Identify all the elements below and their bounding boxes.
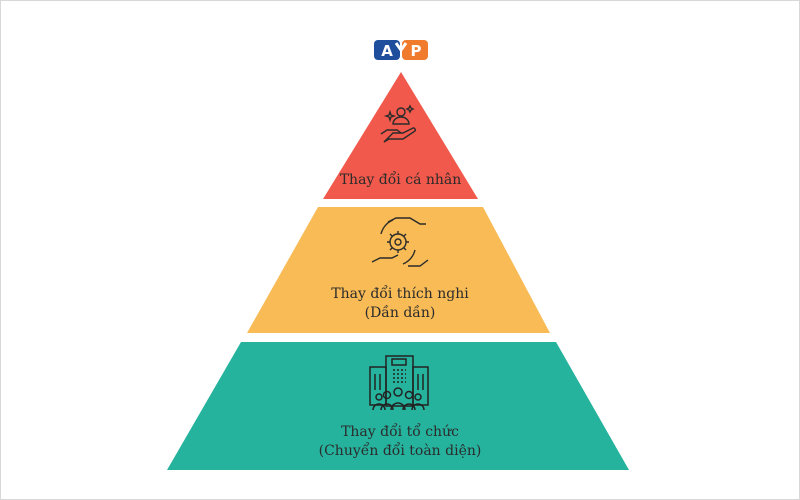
building-people-icon bbox=[369, 355, 429, 411]
level-middle-label-line2: (Dần dần) bbox=[364, 305, 436, 321]
logo: A P bbox=[374, 40, 428, 60]
logo-text-p: P bbox=[411, 42, 422, 60]
pyramid-level-top bbox=[323, 72, 478, 199]
level-bottom-label: Thay đổi tổ chức (Chuyển đổi toàn diện) bbox=[280, 423, 520, 461]
hand-person-icon bbox=[380, 104, 416, 143]
level-top-label: Thay đổi cá nhân bbox=[339, 172, 462, 188]
level-bottom-label-line1: Thay đổi tổ chức bbox=[341, 424, 459, 440]
pyramid-level-middle bbox=[247, 207, 550, 333]
level-middle-label-line1: Thay đổi thích nghi bbox=[331, 286, 469, 302]
level-middle-label: Thay đổi thích nghi (Dần dần) bbox=[280, 285, 520, 323]
level-bottom-label-line2: (Chuyển đổi toàn diện) bbox=[318, 443, 482, 459]
logo-text-a: A bbox=[381, 42, 393, 60]
hands-gear-icon bbox=[371, 217, 429, 267]
